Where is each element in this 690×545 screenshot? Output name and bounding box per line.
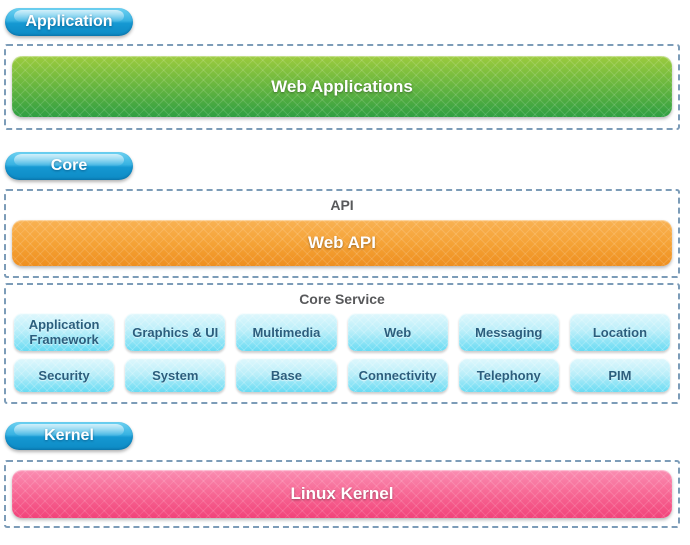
- layer-pill-kernel-label: Kernel: [44, 427, 94, 444]
- service-box-system-label: System: [152, 367, 199, 383]
- kernel-layer-box: Linux Kernel: [4, 460, 680, 528]
- web-applications-bar: Web Applications: [12, 56, 672, 117]
- service-box-multimedia: Multimedia: [236, 313, 337, 351]
- layer-pill-kernel: Kernel: [5, 422, 133, 450]
- layer-pill-core: Core: [5, 152, 133, 180]
- service-box-pim-label: PIM: [608, 367, 632, 383]
- layer-pill-application-label: Application: [25, 13, 113, 30]
- core-api-box: API Web API: [4, 189, 680, 278]
- service-box-graphics-ui-label: Graphics & UI: [132, 324, 219, 340]
- web-api-bar-label: Web API: [307, 233, 376, 252]
- core-service-section-title: Core Service: [299, 291, 385, 307]
- service-box-messaging-label: Messaging: [475, 324, 543, 340]
- service-box-pim: PIM: [569, 358, 671, 392]
- layer-pill-core-label: Core: [50, 157, 88, 174]
- service-box-application-framework: Application Framework: [14, 313, 115, 351]
- service-box-connectivity: Connectivity: [347, 358, 448, 392]
- core-service-row-1: Application Framework Graphics & UI Mult…: [6, 313, 678, 351]
- linux-kernel-bar: Linux Kernel: [12, 470, 672, 518]
- core-service-box: Core Service Application Framework Graph…: [4, 283, 680, 404]
- service-box-system: System: [125, 358, 226, 392]
- architecture-diagram: Application Web Applications Core API We…: [0, 8, 690, 545]
- service-box-location-label: Location: [592, 324, 648, 340]
- application-layer-box: Web Applications: [4, 44, 680, 130]
- linux-kernel-bar-label: Linux Kernel: [290, 484, 394, 503]
- service-box-telephony-label: Telephony: [476, 367, 541, 383]
- service-box-graphics-ui: Graphics & UI: [125, 313, 226, 351]
- service-box-base: Base: [236, 358, 337, 392]
- service-box-base-label: Base: [270, 367, 302, 383]
- core-service-row-2: Security System Base Connectivity Teleph…: [6, 358, 678, 392]
- service-box-telephony: Telephony: [458, 358, 560, 392]
- web-applications-bar-label: Web Applications: [271, 76, 413, 96]
- service-box-application-framework-label: Application Framework: [28, 317, 100, 347]
- service-box-connectivity-label: Connectivity: [358, 367, 437, 383]
- service-box-location: Location: [569, 313, 671, 351]
- service-box-web: Web: [347, 313, 448, 351]
- service-box-security-label: Security: [38, 367, 90, 383]
- service-box-multimedia-label: Multimedia: [252, 324, 321, 340]
- api-section-title: API: [330, 197, 354, 213]
- service-box-messaging: Messaging: [458, 313, 560, 351]
- layer-pill-application: Application: [5, 8, 133, 36]
- service-box-security: Security: [14, 358, 115, 392]
- service-box-web-label: Web: [383, 324, 412, 340]
- web-api-bar: Web API: [12, 220, 672, 266]
